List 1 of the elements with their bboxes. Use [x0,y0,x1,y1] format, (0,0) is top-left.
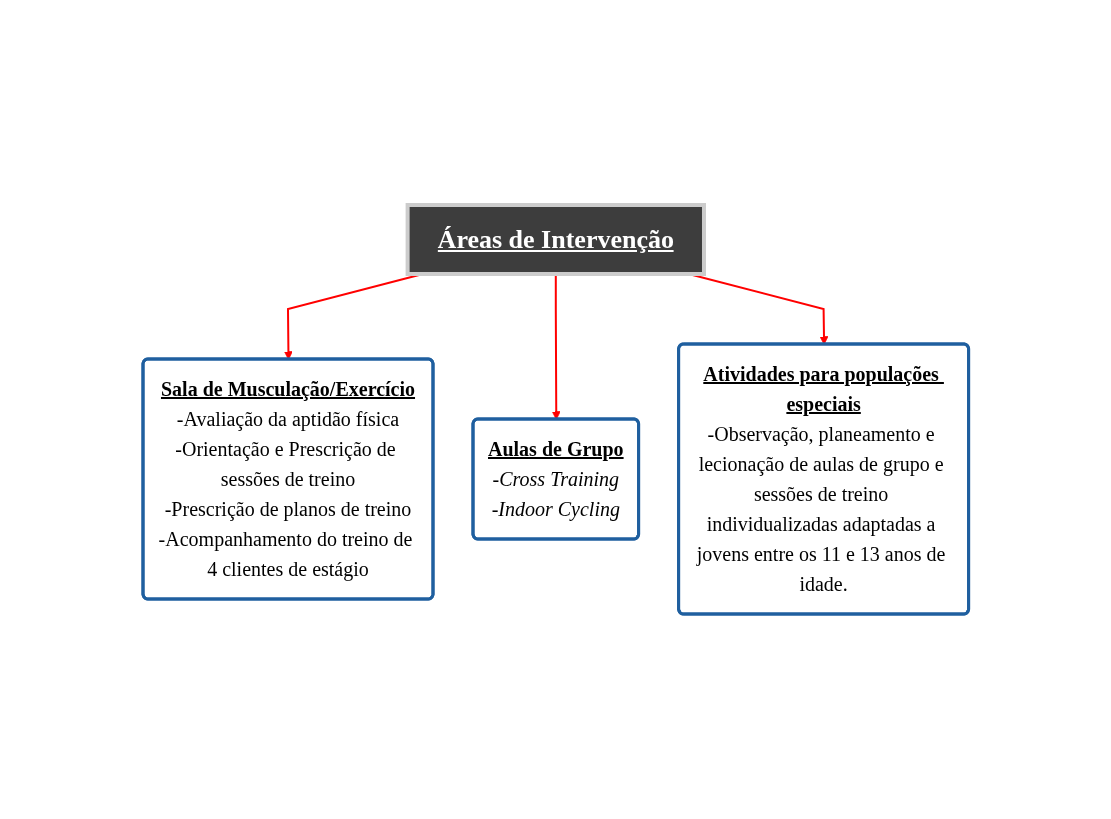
node-box: Áreas de Intervenção [405,203,706,276]
